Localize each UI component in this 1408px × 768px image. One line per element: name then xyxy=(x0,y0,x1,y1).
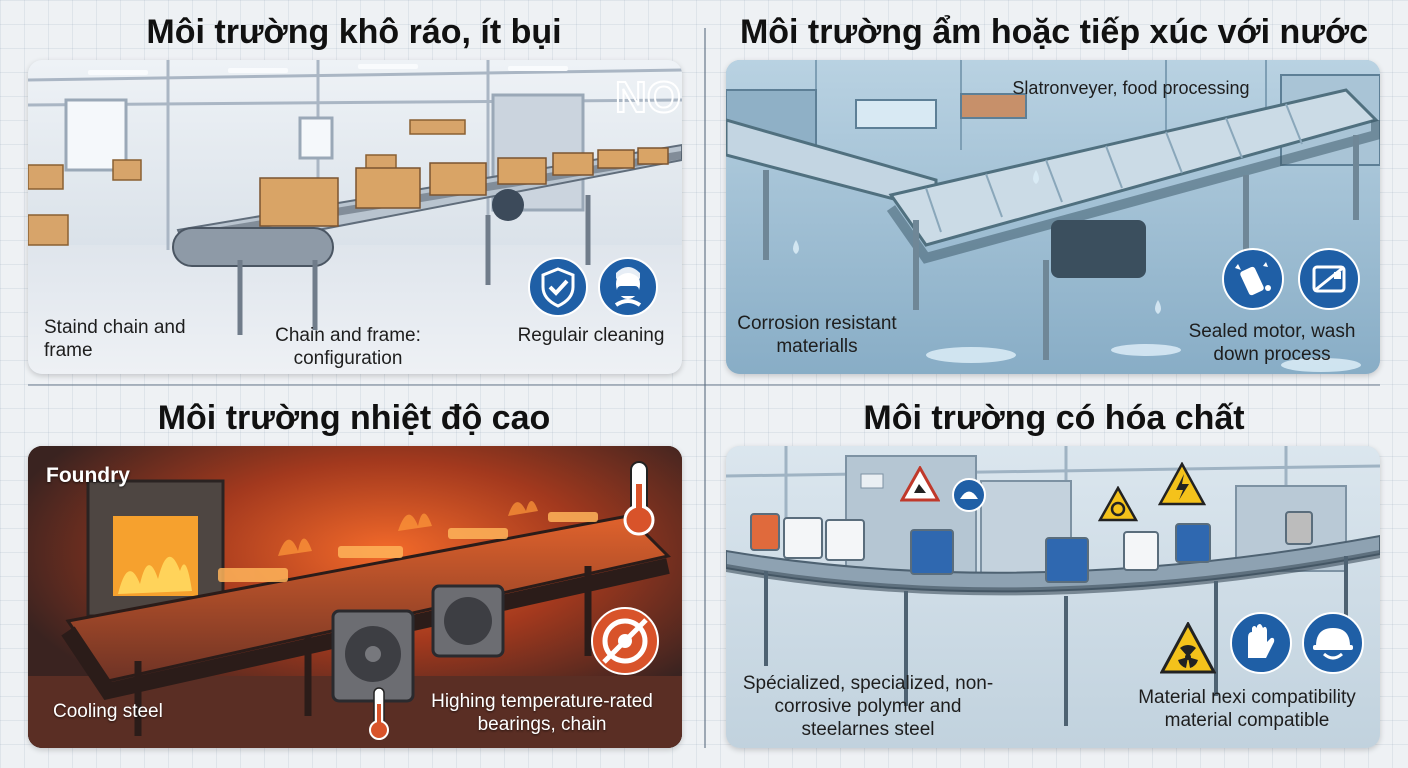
dry-environment-panel: NO Staind chain and frame Chain and fram… xyxy=(28,60,682,374)
horizontal-divider xyxy=(28,384,1380,386)
hard-hat-icon xyxy=(1302,612,1364,674)
regular-cleaning-label: Regulair cleaning xyxy=(517,325,665,346)
high-temperature-panel: Foundry Cooling steel Highing temperatur… xyxy=(28,446,682,748)
no-watermark: NO xyxy=(615,73,681,122)
high-temperature-title: Môi trường nhiệt độ cao xyxy=(157,399,551,437)
thermometer-small-icon xyxy=(369,687,389,740)
chemical-environment-title: Môi trường có hóa chất xyxy=(863,399,1245,437)
stand-chain-frame-label: Staind chain and frame xyxy=(44,317,186,361)
corrosion-resistant-materials-label: Corrosion resistant materialls xyxy=(737,313,897,357)
foundry-label: Foundry xyxy=(46,464,130,487)
sealed-motor-washdown-label: Sealed motor, wash down process xyxy=(1188,321,1356,365)
vertical-divider xyxy=(704,28,706,748)
slat-conveyor-food-processing-label: Slatronveyer, food processing xyxy=(1012,78,1250,98)
non-corrosive-polymer-steel-label: Spécialized, specialized, non-corrosive … xyxy=(742,673,994,740)
sealed-motor-icon xyxy=(1298,248,1360,310)
face-mask-worker-icon xyxy=(598,257,658,317)
wet-conveyor-illustration xyxy=(726,60,1380,374)
heat-resistant-bearing-icon xyxy=(591,607,659,675)
foundry-illustration xyxy=(28,446,682,748)
gloves-icon xyxy=(1230,612,1292,674)
material-compatibility-label: Material nexi compatibility material com… xyxy=(1138,687,1356,731)
dry-environment-title: Môi trường khô ráo, ít bụi xyxy=(146,13,562,51)
shield-check-icon xyxy=(528,257,588,317)
wet-environment-panel: Slatronveyer, food processing Corrosion … xyxy=(726,60,1380,374)
wet-environment-title: Môi trường ẩm hoặc tiếp xúc với nước xyxy=(739,13,1369,51)
high-voltage-warning-icon xyxy=(1158,462,1206,506)
biohazard-warning-icon xyxy=(1098,486,1138,522)
high-temperature-bearings-label: Highing temperature-rated bearings, chai… xyxy=(431,691,653,735)
chemical-hazard-warning-icon xyxy=(900,466,940,502)
cleaning-spray-icon xyxy=(1222,248,1284,310)
chain-frame-configuration-label: Chain and frame: configuration xyxy=(275,325,421,369)
radiation-warning-icon xyxy=(1160,622,1216,674)
chemical-plant-illustration xyxy=(726,446,1380,748)
safety-helmet-sign-icon xyxy=(952,478,986,512)
thermometer-icon xyxy=(623,461,655,536)
cooling-steel-label: Cooling steel xyxy=(53,701,163,722)
chemical-environment-panel: Spécialized, specialized, non-corrosive … xyxy=(726,446,1380,748)
